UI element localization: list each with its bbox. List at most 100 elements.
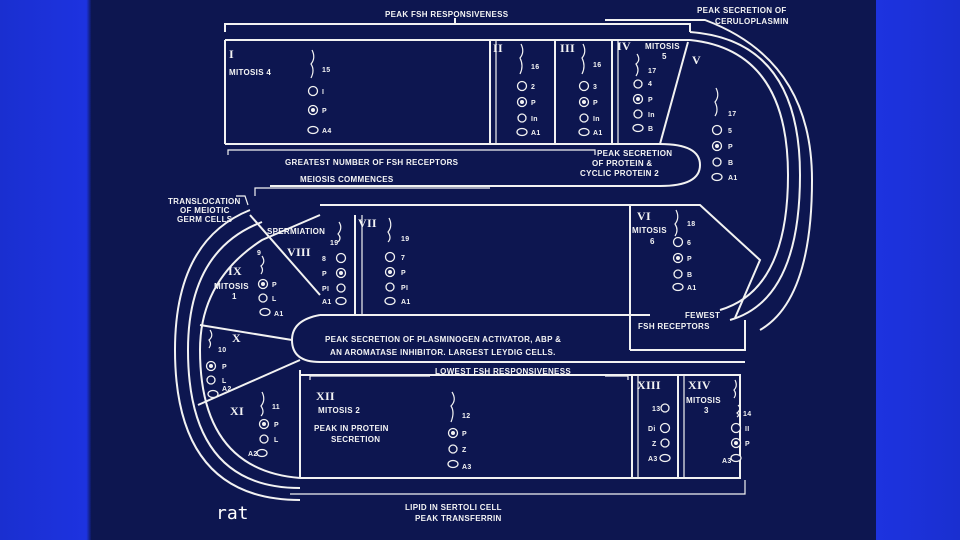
svg-text:P: P bbox=[274, 422, 279, 429]
peak-protein-label-2: OF PROTEIN & bbox=[592, 159, 653, 168]
ceruloplasmin-label-1: PEAK SECRETION OF bbox=[697, 6, 787, 15]
svg-text:8: 8 bbox=[322, 256, 326, 263]
stage-i-number: I bbox=[229, 47, 234, 61]
stage-vi-number: VI bbox=[637, 209, 651, 223]
svg-text:L: L bbox=[272, 296, 277, 303]
svg-text:I: I bbox=[322, 89, 324, 96]
greatest-fsh-label: GREATEST NUMBER OF FSH RECEPTORS bbox=[285, 158, 459, 167]
plasminogen-label-1: PEAK SECRETION OF PLASMINOGEN ACTIVATOR,… bbox=[325, 335, 561, 344]
cell-icon bbox=[634, 110, 642, 118]
svg-text:A3: A3 bbox=[462, 464, 472, 471]
svg-text:P: P bbox=[745, 441, 750, 448]
lowest-fsh-bracket bbox=[310, 376, 628, 380]
svg-text:A1: A1 bbox=[687, 285, 697, 292]
svg-text:P: P bbox=[462, 431, 467, 438]
translocation-label-2: OF MEIOTIC bbox=[180, 206, 230, 215]
stage-xiv-note-1: MITOSIS bbox=[686, 396, 721, 405]
svg-text:A1: A1 bbox=[531, 130, 541, 137]
svg-text:19: 19 bbox=[330, 240, 338, 247]
svg-text:P: P bbox=[531, 100, 536, 107]
svg-text:16: 16 bbox=[593, 62, 601, 69]
cell-icon bbox=[337, 284, 345, 292]
svg-text:3: 3 bbox=[593, 84, 597, 91]
stage-ix-cells: 9 P L A1 bbox=[257, 250, 284, 318]
stage-vii-cells: 19 7 P PI A1 bbox=[385, 218, 411, 306]
stage-vi-note: MITOSIS bbox=[632, 226, 667, 235]
cell-icon bbox=[336, 298, 346, 305]
cell-icon bbox=[448, 461, 458, 468]
stage-iii-number: III bbox=[560, 41, 575, 55]
stage-xii-note-3: SECRETION bbox=[331, 435, 380, 444]
stage-ix-note-2: 1 bbox=[232, 292, 237, 301]
cell-icon bbox=[308, 127, 318, 134]
cell-icon bbox=[713, 126, 722, 135]
svg-text:7: 7 bbox=[401, 255, 405, 262]
translocation-label-1: TRANSLOCATION bbox=[168, 197, 241, 206]
svg-text:PI: PI bbox=[401, 285, 408, 292]
svg-text:II: II bbox=[745, 426, 750, 433]
greatest-fsh-bracket bbox=[228, 150, 595, 155]
svg-text:16: 16 bbox=[531, 64, 539, 71]
svg-text:19: 19 bbox=[401, 236, 409, 243]
stage-xi-number: XI bbox=[230, 404, 244, 418]
svg-text:A1: A1 bbox=[322, 299, 332, 306]
plasminogen-label-2: AN AROMATASE INHIBITOR. LARGEST LEYDIG C… bbox=[330, 348, 556, 357]
spermatid-icon bbox=[338, 222, 341, 242]
spermatid-icon bbox=[715, 88, 718, 116]
cell-icon bbox=[731, 455, 741, 462]
svg-text:A1: A1 bbox=[401, 299, 411, 306]
cell-icon bbox=[660, 455, 670, 462]
stage-xiii-number: XIII bbox=[637, 378, 661, 392]
peak-protein-label-1: PEAK SECRETION bbox=[597, 149, 672, 158]
cell-icon bbox=[386, 283, 394, 291]
stage-xi-cells: 11 P L A2 bbox=[248, 392, 280, 458]
stage-v-number: V bbox=[692, 53, 701, 67]
svg-text:Z: Z bbox=[462, 447, 467, 454]
cell-icon bbox=[518, 82, 527, 91]
svg-text:Di: Di bbox=[648, 426, 656, 433]
ceruloplasmin-label-2: CERULOPLASMIN bbox=[715, 17, 789, 26]
svg-text:17: 17 bbox=[728, 111, 736, 118]
svg-text:P: P bbox=[401, 270, 406, 277]
svg-text:P: P bbox=[322, 108, 327, 115]
spermatid-icon bbox=[520, 44, 523, 74]
svg-text:In: In bbox=[593, 116, 600, 123]
cell-icon bbox=[661, 424, 670, 433]
svg-text:15: 15 bbox=[322, 67, 330, 74]
cell-icon bbox=[661, 404, 669, 412]
spermatid-icon bbox=[582, 44, 585, 74]
svg-text:Z: Z bbox=[652, 441, 657, 448]
stage-vii-number: VII bbox=[358, 216, 377, 230]
svg-text:A1: A1 bbox=[728, 175, 738, 182]
cell-icon bbox=[732, 424, 741, 433]
stage-v-cells: 17 5 P B A1 bbox=[712, 88, 738, 182]
cell-icon bbox=[661, 439, 669, 447]
transferrin-label: PEAK TRANSFERRIN bbox=[415, 514, 502, 523]
fewest-label-1: FEWEST bbox=[685, 311, 720, 320]
svg-text:A1: A1 bbox=[274, 311, 284, 318]
stage-i-cells: 15 I P A4 bbox=[308, 50, 332, 135]
spermatid-icon bbox=[675, 210, 678, 236]
cell-icon bbox=[517, 129, 527, 136]
cell-icon bbox=[634, 80, 642, 88]
svg-text:P: P bbox=[222, 364, 227, 371]
svg-text:A2: A2 bbox=[222, 386, 232, 393]
spermiation-label: SPERMIATION bbox=[267, 227, 325, 236]
stage-xii-cells: 12 P Z A3 bbox=[448, 392, 472, 471]
svg-text:P: P bbox=[648, 97, 653, 104]
stage-xiii-cells: 13 Di Z A3 bbox=[648, 404, 670, 463]
fewest-label-2: FSH RECEPTORS bbox=[638, 322, 710, 331]
svg-text:2: 2 bbox=[531, 84, 535, 91]
lipid-bracket bbox=[290, 480, 745, 494]
stage-iv-cells: 17 4 P In B bbox=[633, 54, 656, 133]
peak-fsh-label: PEAK FSH RESPONSIVENESS bbox=[385, 10, 509, 19]
stage-xiv-note-2: 3 bbox=[704, 406, 709, 415]
stage-i-note: MITOSIS 4 bbox=[229, 68, 271, 77]
cell-icon bbox=[207, 376, 215, 384]
svg-text:4: 4 bbox=[648, 81, 652, 88]
stage-xii-number: XII bbox=[316, 389, 335, 403]
spermatid-icon bbox=[388, 218, 391, 242]
cell-icon bbox=[674, 238, 683, 247]
svg-text:10: 10 bbox=[218, 347, 226, 354]
svg-text:13: 13 bbox=[652, 406, 660, 413]
